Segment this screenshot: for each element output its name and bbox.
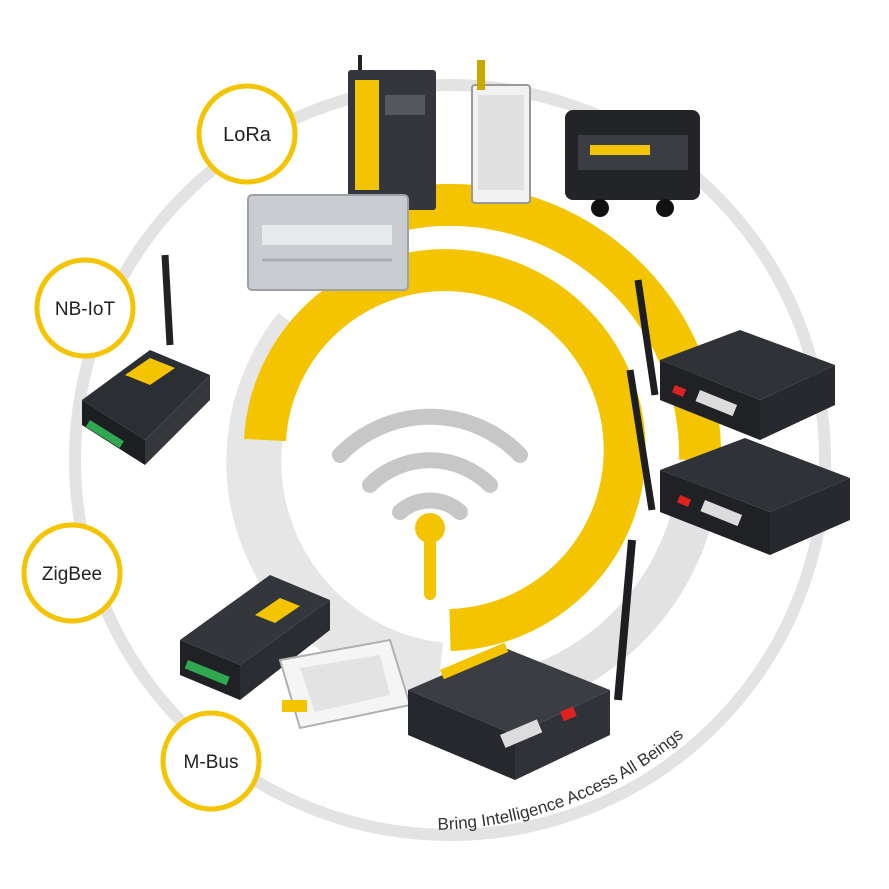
zigbee-badge: ZigBee (21, 522, 123, 624)
lora-terminal-device (565, 110, 700, 217)
outer-grey-ring (69, 79, 831, 841)
mbus-label: M-Bus (184, 752, 239, 773)
router-device-bottom (408, 539, 636, 780)
zigbee-device (180, 575, 330, 700)
nbiot-badge: NB-IoT (34, 257, 136, 359)
yellow-inner-arc (244, 249, 646, 651)
router-device-middle (626, 369, 850, 555)
antenna-icon (415, 513, 445, 600)
wifi-signal-icon (332, 408, 528, 520)
nbiot-label: NB-IoT (55, 299, 116, 320)
lora-outdoor-gateway-device (247, 194, 409, 291)
lora-gateway-device (348, 55, 436, 210)
lora-module-device (471, 60, 531, 204)
nbiot-device (82, 254, 210, 465)
zigbee-module-device (278, 638, 412, 730)
mbus-badge: M-Bus (160, 710, 262, 812)
lora-badge: LoRa (196, 83, 298, 185)
zigbee-label: ZigBee (42, 564, 102, 585)
router-device-top (634, 279, 835, 440)
lora-label: LoRa (223, 124, 272, 146)
